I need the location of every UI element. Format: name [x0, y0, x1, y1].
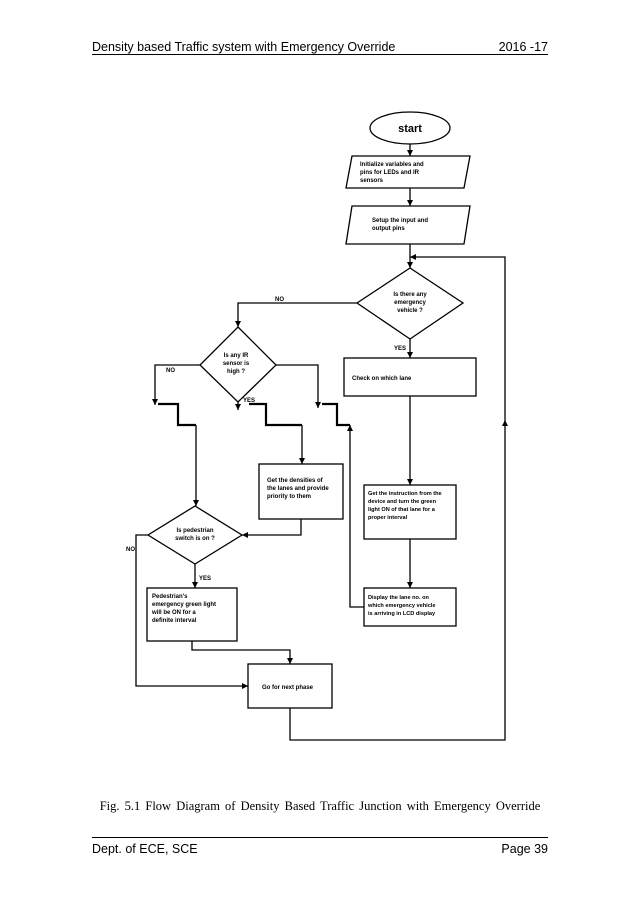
arrow-next-loop	[289, 420, 508, 741]
display-line-2: which emergency vehicle	[367, 603, 435, 609]
instruction-line-1: Get the instruction from the	[368, 491, 442, 497]
label-ir-yes: YES	[243, 398, 255, 404]
footer-dept: Dept. of ECE, SCE	[92, 842, 198, 856]
header-year: 2016 -17	[498, 40, 548, 54]
emergency-line-2: emergency	[394, 300, 426, 306]
label-ir-no: NO	[166, 368, 175, 374]
display-line-3: is arriving in LCD display	[368, 611, 436, 617]
next-phase-text: Go for next phase	[262, 685, 314, 691]
label-pedestrian-yes: YES	[199, 576, 211, 582]
setup-line-2: output pins	[372, 226, 405, 232]
step-right	[322, 402, 350, 427]
footer-rule	[92, 837, 548, 838]
ir-line-2: sensor is	[223, 361, 250, 367]
header-title: Density based Traffic system with Emerge…	[92, 40, 396, 54]
page-footer: Dept. of ECE, SCE Page 39	[92, 842, 548, 860]
page-header: Density based Traffic system with Emerge…	[92, 34, 548, 54]
densities-line-1: Get the densities of	[267, 478, 324, 484]
pedgreen-line-4: definite interval	[152, 618, 197, 624]
ir-line-3: high ?	[227, 369, 245, 375]
init-line-3: sensors	[360, 178, 384, 184]
ir-line-1: Is any IR	[224, 353, 249, 359]
init-line-1: Initialize variables and	[360, 162, 424, 168]
arrow-densities-pedestrian	[242, 519, 302, 538]
densities-line-2: the lanes and provide	[267, 486, 329, 492]
step-mid	[249, 402, 302, 427]
arrow-display-loop	[347, 425, 364, 608]
header-rule	[92, 54, 548, 55]
arrow-emergency-no	[235, 302, 357, 327]
pedgreen-line-3: will be ON for a	[151, 610, 196, 616]
arrow-pedgreen-next	[191, 641, 293, 664]
footer-page: Page 39	[501, 842, 548, 856]
label-emergency-no: NO	[275, 297, 284, 303]
start-text: start	[398, 123, 422, 135]
pedestrian-diamond	[146, 505, 244, 565]
instruction-line-3: light ON of that lane for a	[368, 507, 436, 513]
emergency-line-3: vehicle ?	[397, 308, 423, 314]
pedestrian-line-1: Is pedestrian	[176, 528, 213, 534]
pedgreen-line-2: emergency green light	[152, 602, 216, 608]
emergency-line-1: Is there any	[393, 292, 427, 298]
densities-line-3: priority to them	[267, 494, 311, 500]
setup-line-1: Setup the input and	[372, 218, 428, 224]
step-left	[158, 402, 196, 427]
label-emergency-yes: YES	[394, 346, 406, 352]
arrow-loop-top	[410, 254, 506, 260]
arrow-ir-right	[276, 364, 321, 408]
label-pedestrian-no: NO	[126, 547, 135, 553]
figure-caption: Fig. 5.1 Flow Diagram of Density Based T…	[99, 799, 541, 813]
setup-parallelogram	[345, 205, 471, 245]
display-line-1: Display the lane no. on	[368, 595, 430, 601]
init-line-2: pins for LEDs and IR	[360, 170, 420, 176]
instruction-line-4: proper interval	[368, 515, 408, 521]
arrow-ir-no	[152, 364, 200, 405]
check-lane-text: Check on which lane	[352, 376, 412, 382]
pedestrian-line-2: switch is on ?	[175, 536, 215, 542]
init-parallelogram	[345, 155, 471, 189]
pedgreen-line-1: Pedestrian's	[152, 594, 188, 600]
arrow-pedestrian-no	[135, 534, 248, 689]
instruction-line-2: device and turn the green	[368, 499, 437, 505]
